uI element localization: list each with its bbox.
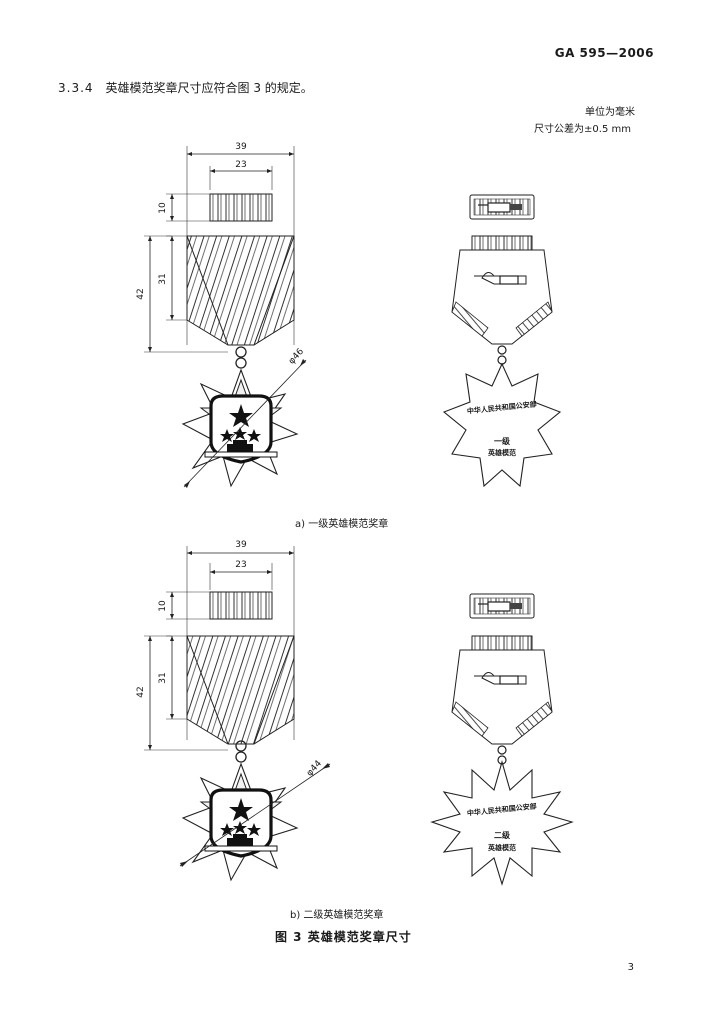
dim-b-ribbon-height: 31 <box>158 672 168 683</box>
dim-a-overall-height: 42 <box>136 288 146 299</box>
dim-b-total-width: 39 <box>235 540 247 550</box>
caption-panel-a: a) 一级英雄模范奖章 <box>295 519 389 530</box>
back-b-title: 英雄模范 <box>487 843 516 852</box>
panel-a-front <box>144 146 307 488</box>
clause-text: 英雄模范奖章尺寸应符合图 3 的规定。 <box>105 81 313 95</box>
unit-note: 单位为毫米 <box>585 107 635 118</box>
dim-a-ribbon-height: 31 <box>158 273 168 284</box>
panel-b-front <box>144 546 331 882</box>
back-b-grade: 二级 <box>494 830 511 840</box>
dim-b-diameter: φ44 <box>305 759 324 779</box>
clause-3-3-4: 3.3.4 英雄模范奖章尺寸应符合图 3 的规定。 <box>58 79 313 96</box>
standard-number: GA 595—2006 <box>554 46 654 60</box>
dim-b-bar-height: 10 <box>158 600 168 612</box>
panel-b-back: 二级 英雄模范 中华人民共和国公安部 <box>430 593 574 886</box>
figure-title: 图 3 英雄模范奖章尺寸 <box>275 930 412 944</box>
clause-number: 3.3.4 <box>58 81 94 95</box>
back-a-grade: 一级 <box>494 436 511 446</box>
back-a-title: 英雄模范 <box>487 448 516 457</box>
panel-a-back: 一级 英雄模范 中华人民共和国公安部 <box>442 194 562 488</box>
page-number: 3 <box>627 962 634 973</box>
dim-a-bar-width: 23 <box>235 160 246 170</box>
tolerance-note: 尺寸公差为±0.5 mm <box>534 124 631 135</box>
dim-b-overall-height: 42 <box>136 686 146 697</box>
caption-panel-b: b) 二级英雄模范奖章 <box>290 910 384 921</box>
dim-b-bar-width: 23 <box>235 560 246 570</box>
dim-a-total-width: 39 <box>235 142 247 152</box>
dim-a-bar-height: 10 <box>158 202 168 214</box>
